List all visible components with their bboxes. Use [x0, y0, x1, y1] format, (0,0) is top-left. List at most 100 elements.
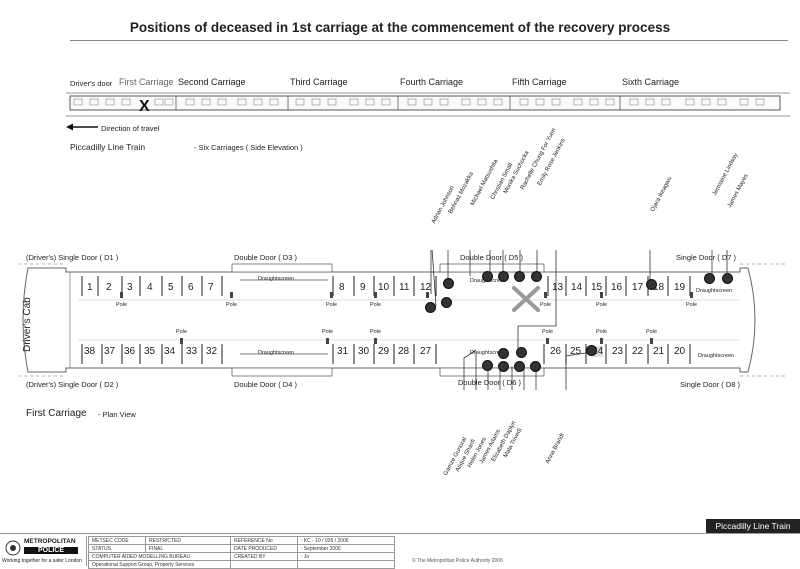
- police-crest-icon: [5, 540, 21, 556]
- carriage-label-3: Third Carriage: [290, 77, 348, 87]
- deceased-name: James Mayes: [727, 173, 750, 209]
- seat-number: 19: [674, 282, 686, 293]
- pole-label: Pole: [116, 302, 128, 308]
- deceased-marker: [441, 297, 452, 308]
- seat-number: 10: [378, 282, 390, 293]
- door-d6-label: Double Door ( D6 ): [458, 378, 521, 387]
- seat-number: 33: [186, 346, 198, 357]
- seat-number: 29: [378, 346, 390, 357]
- seat-number: 7: [208, 282, 214, 293]
- metsec-code-value: RESTRICTED: [145, 536, 231, 545]
- seat-number: 31: [337, 346, 349, 357]
- seat-number: 36: [124, 346, 136, 357]
- footer-rule: [0, 533, 800, 534]
- train-side-elevation: X: [66, 92, 790, 117]
- deceased-marker: [482, 271, 493, 282]
- carriage-label-2: Second Carriage: [178, 77, 246, 87]
- seat-number: 14: [571, 282, 583, 293]
- seat-number: 25: [570, 346, 582, 357]
- plan-caption-sub: - Plan View: [98, 410, 136, 419]
- deceased-name: Ojara Ikeagwu: [650, 175, 674, 213]
- status-label: STATUS: [88, 544, 146, 553]
- seat-number: 38: [84, 346, 96, 357]
- title-rule: [70, 40, 788, 41]
- seat-number: 4: [147, 282, 153, 293]
- bureau-name: COMPUTER AIDED MODELLING BUREAU: [88, 552, 231, 561]
- bureau-sub: Operational Support Group, Property Serv…: [88, 560, 231, 569]
- direction-arrow: [66, 123, 98, 131]
- plan-caption: First Carriage: [26, 408, 87, 419]
- pole-label: Pole: [326, 302, 338, 308]
- carriage-plan-drawing: [18, 250, 785, 390]
- reference-label: REFERENCE No: [230, 536, 298, 545]
- status-value: FINAL: [145, 544, 231, 553]
- seat-number: 24: [592, 346, 604, 357]
- door-d1-label: (Driver's) Single Door ( D1 ): [26, 253, 119, 262]
- page-title: Positions of deceased in 1st carriage at…: [129, 20, 671, 35]
- logo-text-bottom: POLICE: [24, 547, 78, 554]
- pole-label: Pole: [686, 302, 698, 308]
- elevation-caption: Piccadilly Line Train: [70, 142, 146, 152]
- pole-label: Pole: [542, 329, 554, 335]
- direction-label: Direction of travel: [101, 124, 160, 133]
- pole-label: Pole: [226, 302, 238, 308]
- reference-value: : KC - 10 / 026 / 2006: [297, 536, 395, 545]
- train-badge: Piccadilly Line Train: [706, 519, 800, 533]
- seat-number: 12: [420, 282, 432, 293]
- door-d4-label: Double Door ( D4 ): [234, 380, 297, 389]
- seat-number: 28: [398, 346, 410, 357]
- pole-label: Pole: [596, 329, 608, 335]
- carriage-label-5: Fifth Carriage: [512, 77, 567, 87]
- seat-number: 30: [358, 346, 370, 357]
- seat-number: 9: [360, 282, 366, 293]
- created-by-value: : Jo: [297, 552, 395, 561]
- door-d8-label: Single Door ( D8 ): [680, 380, 741, 389]
- pole-label: Pole: [596, 302, 608, 308]
- deceased-marker: [722, 273, 733, 284]
- date-produced-label: DATE PRODUCED: [230, 544, 298, 553]
- deceased-marker: [498, 361, 509, 372]
- seat-number: 32: [206, 346, 218, 357]
- footer-logo-box: METROPOLITAN POLICE Working together for…: [2, 536, 87, 566]
- pole-label: Pole: [646, 329, 658, 335]
- date-produced-value: : September 2006: [297, 544, 395, 553]
- logo-text-top: METROPOLITAN: [24, 538, 76, 545]
- seat-number: 16: [611, 282, 623, 293]
- deceased-marker: [482, 360, 493, 371]
- seat-number: 8: [339, 282, 345, 293]
- drivers-cab-label: Driver's Cab: [22, 297, 33, 352]
- created-by-label: CREATED BY: [230, 552, 298, 561]
- svg-text:X: X: [139, 98, 150, 115]
- seat-number: 20: [674, 346, 686, 357]
- deceased-marker: [531, 271, 542, 282]
- draughtscreen-label: Draughtscreen: [698, 353, 735, 359]
- drivers-door-label: Driver's door: [70, 79, 113, 88]
- seat-number: 35: [144, 346, 156, 357]
- seat-number: 1: [87, 282, 93, 293]
- pole-label: Pole: [370, 329, 382, 335]
- pole-label: Pole: [176, 329, 188, 335]
- door-d7-label: Single Door ( D7 ): [676, 253, 737, 262]
- deceased-marker: [443, 278, 454, 289]
- seat-number: 2: [106, 282, 112, 293]
- draughtscreen-label: Draughtscreen: [258, 350, 295, 356]
- deceased-marker: [514, 361, 525, 372]
- carriage-label-4: Fourth Carriage: [400, 77, 464, 87]
- deceased-marker: [516, 347, 527, 358]
- deceased-marker: [530, 361, 541, 372]
- deceased-marker: [646, 279, 657, 290]
- deceased-marker: [586, 345, 597, 356]
- draughtscreen-label: Draughtscreen: [696, 288, 733, 294]
- pole-label: Pole: [540, 302, 552, 308]
- deceased-name: Anna Brandt: [545, 432, 566, 465]
- seat-number: 23: [612, 346, 624, 357]
- pole-label: Pole: [370, 302, 382, 308]
- draughtscreen-label: Draughtscreen: [470, 350, 507, 356]
- seat-number: 37: [104, 346, 116, 357]
- deceased-marker: [514, 271, 525, 282]
- draughtscreen-label: Draughtscreen: [258, 276, 295, 282]
- seat-number: 22: [632, 346, 644, 357]
- door-d5-label: Double Door ( D5 ): [460, 253, 523, 262]
- metsec-code-label: METSEC CODE: [88, 536, 146, 545]
- seat-number: 34: [164, 346, 176, 357]
